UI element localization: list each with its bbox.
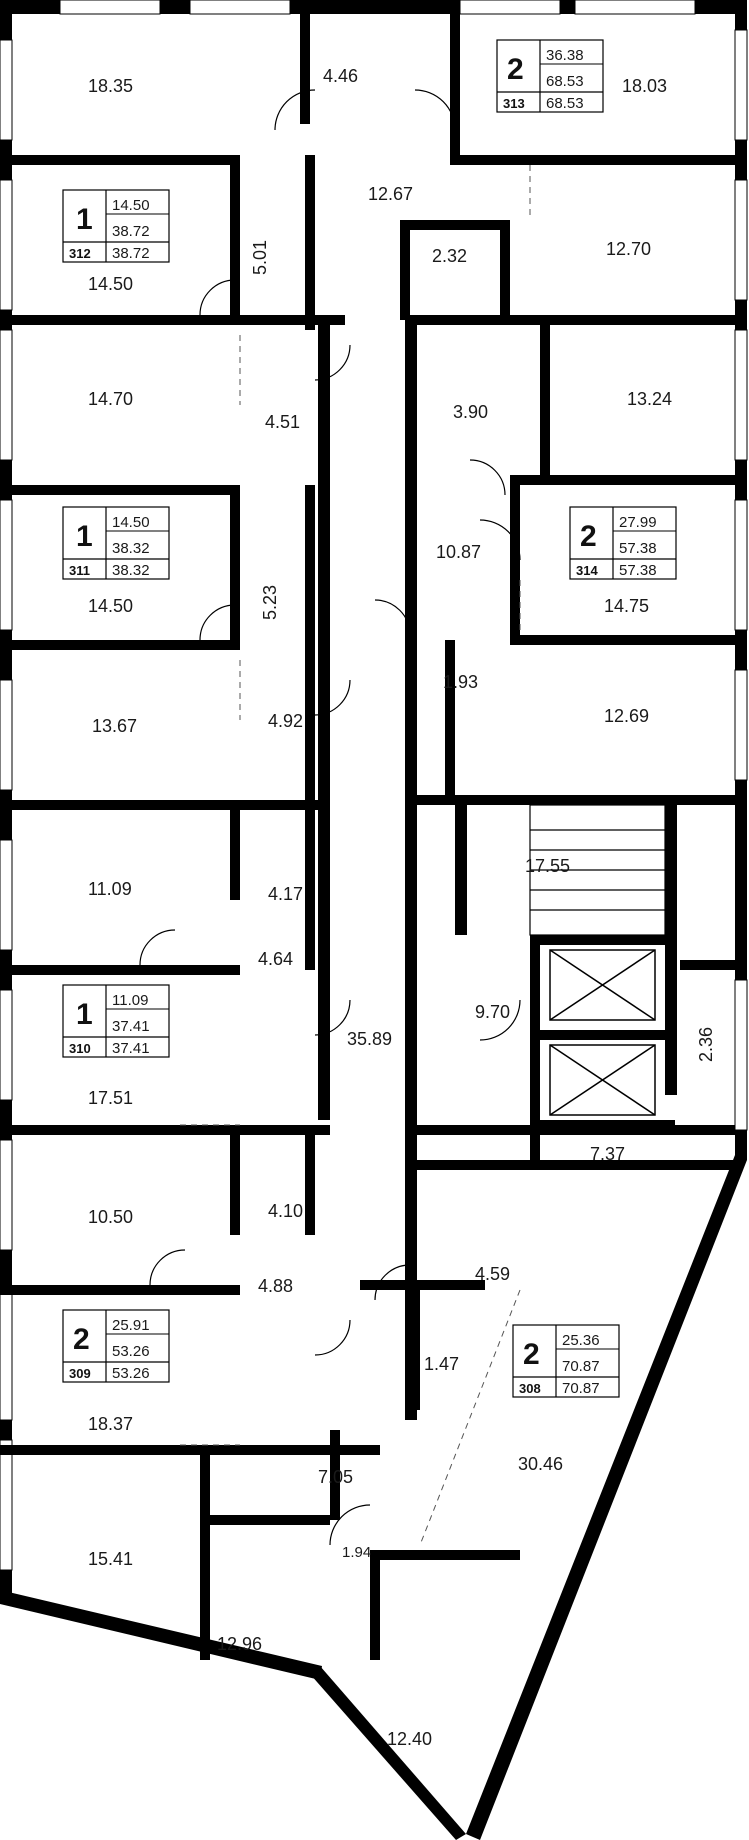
room-area: 12.69 [604, 706, 649, 726]
apartment-id-309: 309 [69, 1366, 91, 1381]
apartment-living-310: 11.09 [112, 992, 148, 1009]
room-area: 1.47 [424, 1354, 459, 1374]
room-area: 5.01 [250, 240, 270, 275]
room-area: 12.70 [606, 239, 651, 259]
room-area: 1.94 [342, 1544, 371, 1561]
apartment-rooms-310: 1 [76, 998, 93, 1031]
apartment-rooms-313: 2 [507, 53, 524, 86]
apartment-living-312: 14.50 [112, 197, 150, 214]
room-area: 4.10 [268, 1201, 303, 1221]
apartment-total-309: 53.26 [112, 1343, 150, 1360]
windows [0, 0, 748, 1571]
room-area: 13.67 [92, 716, 137, 736]
room-area: 5.23 [260, 585, 280, 620]
apartment-total-312: 38.72 [112, 223, 150, 240]
apartment-box-311: 1 14.50 38.32 311 38.32 [62, 506, 170, 580]
apartment-living-313: 36.38 [546, 47, 584, 64]
room-area: 10.50 [88, 1207, 133, 1227]
room-area: 12.96 [217, 1634, 262, 1654]
room-area: 12.40 [387, 1729, 432, 1749]
apartment-rooms-314: 2 [580, 520, 597, 553]
corridor-area: 35.89 [347, 1029, 392, 1049]
apartment-box-309: 2 25.91 53.26 309 53.26 [62, 1309, 170, 1383]
apartment-total-priced-310: 37.41 [112, 1040, 150, 1057]
interior-walls [0, 14, 745, 1660]
room-area: 2.32 [432, 246, 467, 266]
room-area: 4.51 [265, 412, 300, 432]
apartment-living-308: 25.36 [562, 1332, 600, 1349]
door-swings [139, 89, 521, 1546]
elevators [549, 949, 656, 1116]
room-area: 18.37 [88, 1414, 133, 1434]
apartment-box-314: 2 27.99 57.38 314 57.38 [569, 506, 677, 580]
apartment-id-314: 314 [576, 563, 598, 578]
apartment-id-311: 311 [69, 563, 90, 578]
stair-area: 17.55 [525, 856, 570, 876]
apartment-total-priced-311: 38.32 [112, 562, 150, 579]
apartment-id-312: 312 [69, 246, 91, 261]
room-area: 30.46 [518, 1454, 563, 1474]
apartment-id-308: 308 [519, 1381, 541, 1396]
apartment-rooms-308: 2 [523, 1338, 540, 1371]
apartment-living-314: 27.99 [619, 514, 657, 531]
room-area: 13.24 [627, 389, 672, 409]
apartment-rooms-311: 1 [76, 520, 93, 553]
apartment-total-priced-312: 38.72 [112, 245, 150, 262]
apartment-total-308: 70.87 [562, 1358, 600, 1375]
dashed-lines [180, 165, 531, 1546]
room-area: 14.70 [88, 389, 133, 409]
apartment-total-priced-313: 68.53 [546, 95, 584, 112]
room-area: 10.87 [436, 542, 481, 562]
room-area: 1.93 [443, 672, 478, 692]
room-area: 4.46 [323, 66, 358, 86]
apartment-total-314: 57.38 [619, 540, 657, 557]
apartment-rooms-309: 2 [73, 1323, 90, 1356]
apartment-total-310: 37.41 [112, 1018, 150, 1035]
room-area: 12.67 [368, 184, 413, 204]
room-area: 4.64 [258, 949, 293, 969]
room-area: 4.59 [475, 1264, 510, 1284]
apartment-total-priced-309: 53.26 [112, 1365, 150, 1382]
room-area: 4.17 [268, 884, 303, 904]
apartment-total-313: 68.53 [546, 73, 584, 90]
room-area: 7.37 [590, 1144, 625, 1164]
room-area: 14.50 [88, 596, 133, 616]
apartment-total-priced-308: 70.87 [562, 1380, 600, 1397]
apartment-rooms-312: 1 [76, 203, 93, 236]
room-area: 4.88 [258, 1276, 293, 1296]
apartment-id-310: 310 [69, 1041, 91, 1056]
room-area: 18.03 [622, 76, 667, 96]
room-area: 18.35 [88, 76, 133, 96]
apartment-box-313: 2 36.38 68.53 313 68.53 [496, 39, 604, 113]
apartment-living-311: 14.50 [112, 514, 150, 531]
apartment-box-308: 2 25.36 70.87 308 70.87 [512, 1324, 620, 1398]
room-area: 7.05 [318, 1467, 353, 1487]
room-area: 17.51 [88, 1088, 133, 1108]
room-area: 2.36 [696, 1027, 716, 1062]
apartment-box-310: 1 11.09 37.41 310 37.41 [62, 984, 170, 1058]
room-area: 3.90 [453, 402, 488, 422]
room-area: 14.50 [88, 274, 133, 294]
room-area: 11.09 [88, 879, 132, 899]
room-area: 4.92 [268, 711, 303, 731]
apartment-id-313: 313 [503, 96, 525, 111]
room-area: 15.41 [88, 1549, 133, 1569]
room-area-labels: 18.35 4.46 18.03 12.67 14.50 5.01 2.32 1… [88, 66, 716, 1749]
stairwell [529, 804, 666, 936]
apartment-total-311: 38.32 [112, 540, 150, 557]
apartment-box-312: 1 14.50 38.72 312 38.72 [62, 189, 170, 263]
apartment-total-priced-314: 57.38 [619, 562, 657, 579]
room-area: 9.70 [475, 1002, 510, 1022]
room-area: 14.75 [604, 596, 649, 616]
apartment-living-309: 25.91 [112, 1317, 150, 1334]
